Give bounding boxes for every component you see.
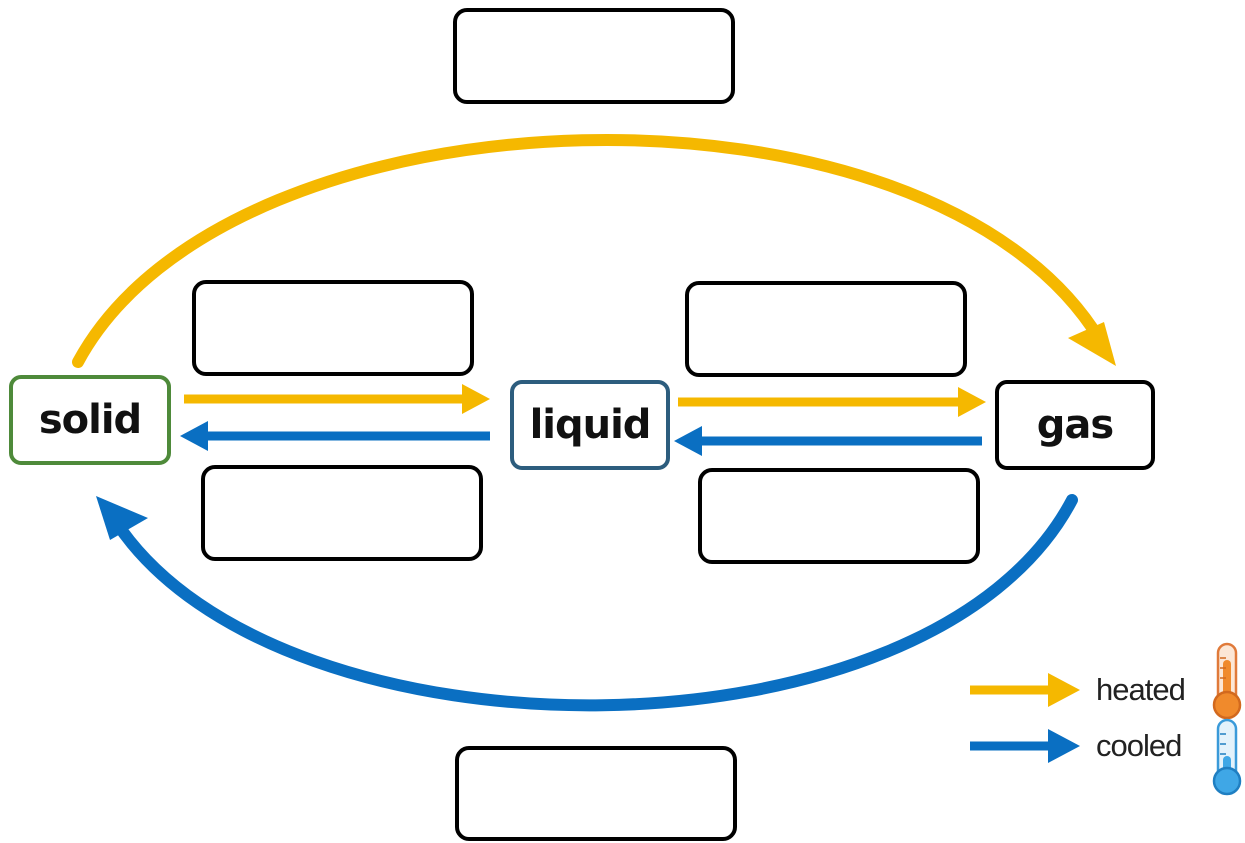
answer-box-top[interactable] bbox=[453, 8, 735, 104]
arrowhead-liquid-to-gas bbox=[958, 387, 986, 417]
answer-box-liquid-to-solid[interactable] bbox=[201, 465, 483, 561]
legend-heated-label: heated bbox=[1096, 672, 1186, 707]
answer-box-gas-to-liquid[interactable] bbox=[698, 468, 980, 564]
legend-heated-arrowhead bbox=[1048, 673, 1080, 707]
thermometer-cold-icon bbox=[1212, 718, 1242, 796]
answer-box-liquid-to-gas[interactable] bbox=[685, 281, 967, 377]
arc-gas-to-solid-cooled bbox=[110, 494, 1078, 712]
legend-cooled-arrowhead bbox=[1048, 729, 1080, 763]
arrowhead-gas-to-liquid bbox=[674, 426, 702, 456]
answer-box-solid-to-liquid[interactable] bbox=[192, 280, 474, 376]
arrowhead-gas-to-solid bbox=[96, 496, 148, 540]
state-solid: solid bbox=[9, 375, 171, 465]
state-gas: gas bbox=[995, 380, 1155, 470]
state-liquid: liquid bbox=[510, 380, 670, 470]
legend-cooled-label: cooled bbox=[1096, 728, 1182, 763]
arrowhead-liquid-to-solid bbox=[180, 421, 208, 451]
arc-solid-to-gas-heated bbox=[72, 133, 1106, 368]
arrowhead-solid-to-liquid bbox=[462, 384, 490, 414]
arrowhead-solid-to-gas bbox=[1068, 322, 1116, 366]
answer-box-bottom[interactable] bbox=[455, 746, 737, 841]
thermometer-hot-icon bbox=[1212, 642, 1242, 720]
